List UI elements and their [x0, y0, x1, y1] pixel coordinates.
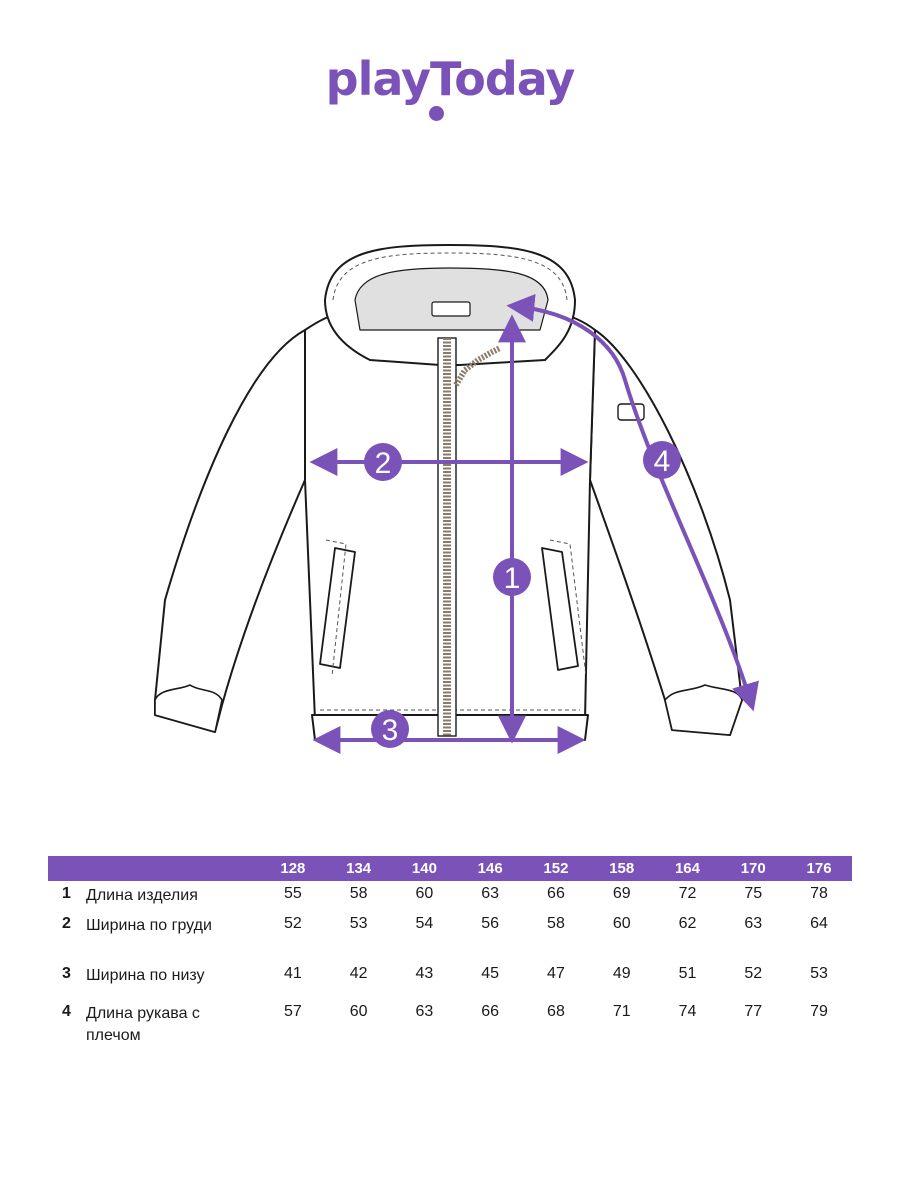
measure-line-4: [506, 294, 759, 712]
table-cell: 78: [810, 885, 828, 902]
measurement-lines: [309, 294, 759, 754]
table-cell: 60: [349, 1003, 368, 1020]
row-number: 1: [62, 885, 71, 902]
table-cell: 60: [612, 915, 631, 932]
size-header-row: 128 134 140 146 152 158 164 170 176: [48, 856, 852, 881]
right-cuff: [664, 684, 743, 736]
table-row: 2 Ширина по груди 52 53 54 56 58 60 62 6…: [48, 911, 852, 961]
row-label: Ширина по низу: [86, 967, 205, 984]
table-cell: 55: [283, 885, 302, 902]
size-header: 158: [609, 860, 635, 877]
hood-tag: [431, 301, 471, 317]
table-cell: 66: [481, 1003, 500, 1020]
table-cell: 72: [678, 885, 697, 902]
table-row: 1 Длина изделия 55 58 60 63 66 69 72 75 …: [48, 881, 852, 911]
left-pocket: [319, 547, 356, 669]
marker-1: 1: [493, 558, 531, 596]
table-cell: 57: [283, 1003, 302, 1020]
table-cell: 56: [481, 915, 500, 932]
size-header: 176: [806, 860, 832, 877]
size-header: 164: [674, 860, 700, 877]
zipper: [437, 337, 502, 737]
header-num: [48, 856, 86, 881]
table-cell: 68: [547, 1003, 565, 1020]
marker-2: 2: [364, 443, 402, 481]
size-header: 134: [346, 860, 372, 877]
table-cell: 45: [481, 965, 500, 982]
brand-logo: playToday: [325, 52, 576, 106]
table-cell: 43: [415, 965, 434, 982]
table-cell: 58: [349, 885, 368, 902]
row-label: Ширина по груди: [86, 917, 212, 934]
table-cell: 51: [678, 965, 697, 982]
table-cell: 63: [481, 885, 500, 902]
table-cell: 63: [415, 1003, 434, 1020]
left-sleeve: [154, 329, 306, 733]
hood-lining: [354, 267, 549, 331]
row-label: Длина рукава с плечом: [86, 1005, 200, 1044]
size-header: 146: [477, 860, 503, 877]
table-cell: 58: [547, 915, 565, 932]
marker-3: 3: [371, 710, 409, 748]
header-label: [86, 856, 260, 881]
marker-3-label: 3: [382, 714, 399, 747]
table-row: 3 Ширина по низу 41 42 43 45 47 49 51 52…: [48, 961, 852, 999]
table-cell: 75: [744, 885, 763, 902]
marker-4: 4: [643, 441, 681, 479]
table-cell: 77: [744, 1003, 763, 1020]
size-header: 128: [280, 860, 306, 877]
size-header: 152: [543, 860, 569, 877]
table-cell: 53: [810, 965, 828, 982]
table-cell: 49: [612, 965, 631, 982]
size-header: 140: [411, 860, 437, 877]
table-cell: 52: [283, 915, 302, 932]
size-table-container: 128 134 140 146 152 158 164 170 176 1 Дл…: [48, 856, 852, 1053]
table-cell: 52: [744, 965, 763, 982]
logo-dot: [429, 106, 444, 121]
row-label: Длина изделия: [86, 887, 198, 904]
table-cell: 64: [810, 915, 828, 932]
table-cell: 63: [744, 915, 763, 932]
row-number: 3: [62, 965, 71, 982]
table-cell: 41: [283, 965, 302, 982]
table-cell: 53: [349, 915, 368, 932]
marker-1-label: 1: [504, 562, 521, 595]
table-cell: 66: [547, 885, 565, 902]
row-number: 4: [62, 1003, 71, 1020]
jacket-diagram: 1 2 3 4: [154, 244, 759, 754]
marker-2-label: 2: [375, 447, 392, 480]
table-cell: 62: [678, 915, 697, 932]
table-cell: 47: [547, 965, 565, 982]
table-row: 4 Длина рукава с плечом 57 60 63 66 68 7…: [48, 999, 852, 1053]
table-cell: 54: [415, 915, 434, 932]
table-cell: 42: [349, 965, 368, 982]
table-cell: 71: [612, 1003, 631, 1020]
size-table: 128 134 140 146 152 158 164 170 176 1 Дл…: [48, 856, 852, 1053]
marker-4-label: 4: [654, 445, 671, 478]
row-number: 2: [62, 915, 71, 932]
size-header: 170: [740, 860, 766, 877]
table-cell: 79: [810, 1003, 828, 1020]
sleeve-badge: [617, 403, 645, 421]
left-cuff: [154, 684, 223, 733]
table-cell: 74: [678, 1003, 697, 1020]
right-sleeve: [589, 329, 743, 736]
table-cell: 60: [415, 885, 434, 902]
table-cell: 69: [612, 885, 631, 902]
